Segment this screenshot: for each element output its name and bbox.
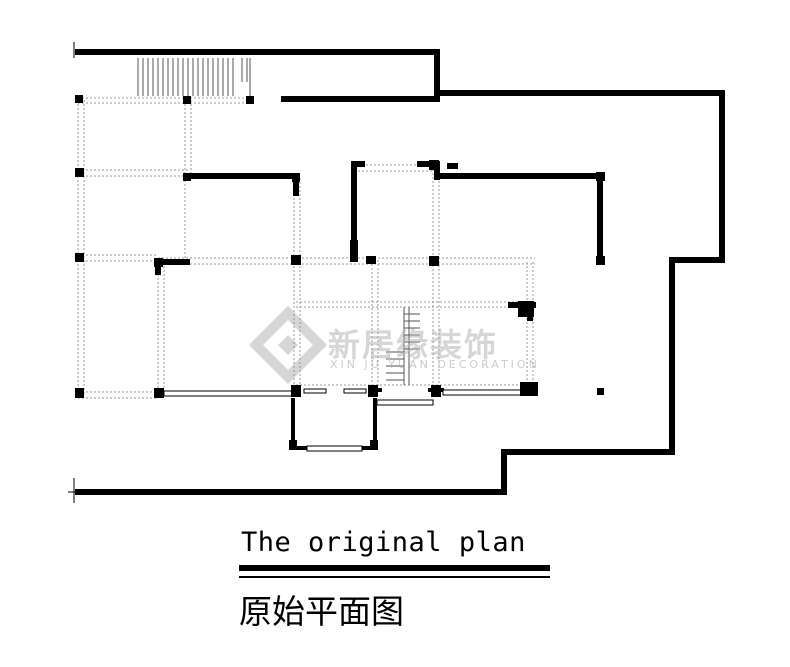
watermark-logo-icon	[248, 305, 328, 385]
exterior-walls	[75, 49, 725, 495]
title-underline-thin	[239, 576, 550, 578]
watermark-subtitle-text: XIN JU YUAN DECORATION	[330, 358, 540, 371]
windows	[163, 388, 527, 452]
columns	[75, 95, 605, 450]
plan-title-english: The original plan	[241, 527, 526, 558]
title-underline-thick	[239, 565, 550, 571]
watermark-brand-text: 新居缘装饰	[328, 326, 499, 364]
structural-grid	[77, 97, 535, 399]
dimension-marks	[68, 42, 82, 503]
inner-staircase	[386, 307, 420, 385]
top-staircase	[137, 58, 251, 96]
plan-title-chinese: 原始平面图	[239, 592, 404, 631]
